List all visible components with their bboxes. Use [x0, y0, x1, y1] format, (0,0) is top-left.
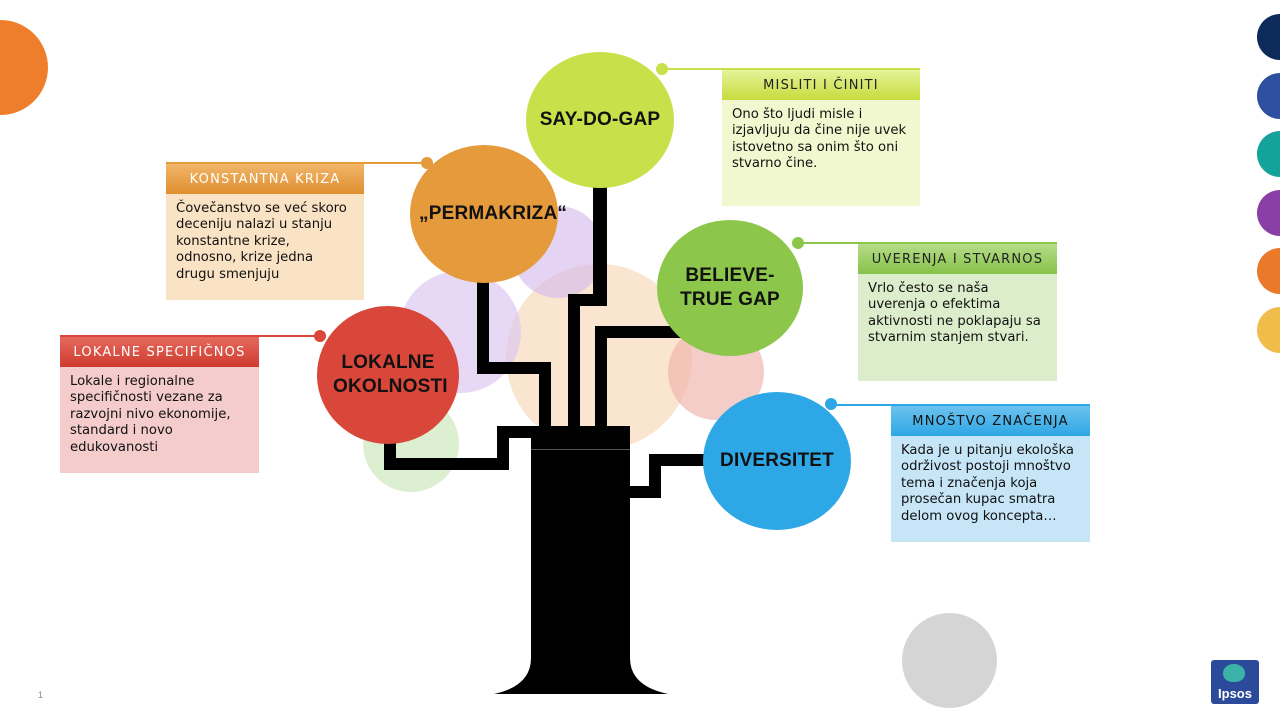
theme-dot-orange — [1257, 248, 1280, 294]
callout-lokalne-title: LOKALNE SPECIFIČNOS — [60, 337, 259, 367]
callout-lokalne-text: Lokale i regionalne specifičnosti vezane… — [70, 374, 231, 455]
connector-dot-misliti — [656, 63, 668, 75]
node-lokalne-okolnosti-label: LOKALNE OKOLNOSTI — [333, 352, 448, 397]
callout-mnostvo-title: MNOŠTVO ZNAČENJA — [891, 406, 1090, 436]
connector-lokalne — [60, 335, 322, 337]
node-permakriza: „PERMAKRIZA“ — [410, 145, 568, 283]
node-say-do-gap-label: SAY-DO-GAP — [539, 109, 661, 131]
node-diversitet-label: DIVERSITET — [720, 450, 834, 472]
callout-mnostvo-text: Kada je u pitanju ekološka održivost pos… — [901, 443, 1074, 524]
callout-uverenja-title: UVERENJA I STVARNOS — [858, 244, 1057, 274]
connector-misliti — [662, 68, 920, 70]
node-lokalne-okolnosti: LOKALNE OKOLNOSTI — [317, 306, 459, 444]
theme-dot-teal — [1257, 131, 1280, 177]
ipsos-logo-text: Ipsos — [1218, 686, 1252, 701]
connector-uverenja — [798, 242, 1057, 244]
theme-dot-navy — [1257, 14, 1280, 60]
callout-konstantna: KONSTANTNA KRIZA Čovečanstvo se već skor… — [166, 164, 364, 300]
connector-mnostvo — [832, 404, 1090, 406]
callout-misliti-title: MISLITI I ČINITI — [722, 70, 920, 100]
callout-mnostvo: MNOŠTVO ZNAČENJA Kada je u pitanju ekolo… — [891, 406, 1090, 542]
slide-number: 1 — [38, 690, 44, 700]
callout-uverenja: UVERENJA I STVARNOS Vrlo često se naša u… — [858, 244, 1057, 381]
connector-dot-lokalne — [314, 330, 326, 342]
connector-dot-mnostvo — [825, 398, 837, 410]
connector-dot-uverenja — [792, 237, 804, 249]
callout-konstantna-text: Čovečanstvo se već skoro deceniju nalazi… — [176, 201, 347, 282]
callout-lokalne: LOKALNE SPECIFIČNOS Lokale i regionalne … — [60, 337, 259, 473]
callout-misliti: MISLITI I ČINITI Ono što ljudi misle i i… — [722, 70, 920, 206]
node-say-do-gap: SAY-DO-GAP — [526, 52, 674, 188]
decor-circle-grey — [902, 613, 997, 708]
connector-konstantna — [166, 162, 430, 164]
node-diversitet: DIVERSITET — [703, 392, 851, 530]
callout-uverenja-text: Vrlo često se naša uverenja o efektima a… — [868, 281, 1041, 346]
theme-dot-blue — [1257, 73, 1280, 119]
callout-konstantna-title: KONSTANTNA KRIZA — [166, 164, 364, 194]
callout-misliti-text: Ono što ljudi misle i izjavljuju da čine… — [732, 107, 907, 172]
theme-dot-purple — [1257, 190, 1280, 236]
theme-dot-yellow — [1257, 307, 1280, 353]
node-believe-true-gap: BELIEVE-TRUE GAP — [657, 220, 803, 356]
ipsos-logo: Ipsos — [1211, 660, 1259, 704]
node-permakriza-label: „PERMAKRIZA“ — [419, 203, 568, 225]
node-believe-true-gap-label: BELIEVE-TRUE GAP — [680, 265, 780, 310]
ipsos-logo-mark-icon — [1223, 664, 1245, 682]
